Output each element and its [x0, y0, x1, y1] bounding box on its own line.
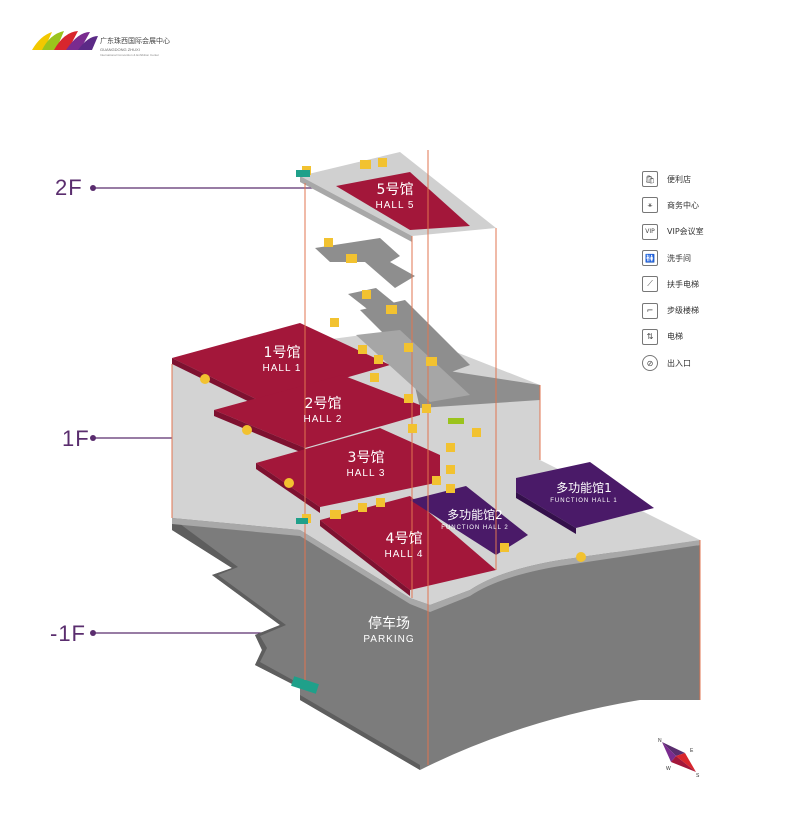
logo-name-cn: 广东珠西国际会展中心 [100, 37, 170, 45]
escalator-icon [374, 355, 383, 364]
escalator-icon [500, 543, 509, 552]
business-center-icon [296, 518, 308, 524]
hall-1[interactable] [172, 323, 390, 408]
hall-5-name-cn: 5号馆 [377, 182, 414, 198]
restroom-icon [362, 290, 371, 299]
escalator-icon [422, 404, 431, 413]
logo-tagline-en: International Convention & Exhibition Ce… [100, 53, 160, 57]
convenience-store-icon: 🛍 [642, 171, 658, 188]
compass-north: N [658, 738, 662, 744]
elevator-icon: ⇅ [642, 328, 658, 345]
restroom-icon [370, 373, 379, 382]
upper-corridors [315, 238, 470, 402]
hall-3-name-en: HALL 3 [347, 468, 386, 479]
parking-level [172, 508, 700, 770]
compass-rose: N E W S [658, 738, 700, 779]
hall-3-name-cn: 3号馆 [348, 450, 385, 466]
compass-east: E [690, 748, 694, 754]
legend-item-entrance-exit: ⊘ 出入口 [642, 350, 792, 376]
hall-5-name-en: HALL 5 [376, 200, 415, 211]
legend-item-business-center: ⚹ 商务中心 [642, 192, 792, 218]
business-center-icon: ⚹ [642, 197, 658, 214]
compass-south: S [696, 773, 700, 779]
vip-room-icon [360, 160, 371, 169]
vip-room-icon [330, 510, 341, 519]
compass-west: W [666, 766, 671, 772]
elevator-icon [404, 394, 413, 403]
stairs-icon: ⌐ [642, 302, 658, 319]
function-hall-1[interactable] [516, 462, 654, 534]
escalator-icon: ⟋ [642, 276, 658, 293]
legend-item-escalator: ⟋ 扶手电梯 [642, 271, 792, 297]
restroom-icon [376, 498, 385, 507]
hall-4-name-cn: 4号馆 [386, 531, 423, 547]
restroom-icon [324, 238, 333, 247]
hall-3[interactable] [256, 428, 440, 513]
hall-2[interactable] [214, 375, 420, 454]
floor-label-2f: 2F [55, 175, 83, 200]
floor-label-1f: 1F [62, 426, 90, 451]
restroom-icon [446, 443, 455, 452]
vertical-guide-lines [171, 150, 701, 765]
vip-room-icon [386, 305, 397, 314]
parking-name-en: PARKING [363, 634, 414, 645]
legend-label: 扶手电梯 [667, 279, 699, 289]
legend-item-vip-room: VIP VIP会议室 [642, 219, 792, 245]
function-hall-2[interactable] [410, 486, 528, 555]
restroom-icon [358, 503, 367, 512]
legend-item-stairs: ⌐ 步级楼梯 [642, 297, 792, 323]
escalator-icon [446, 465, 455, 474]
legend-item-elevator: ⇅ 电梯 [642, 324, 792, 350]
amenity-markers [200, 158, 586, 562]
logo-name-en: GUANGDONG ZHUXI [100, 47, 140, 52]
restroom-icon: 🚻 [642, 250, 658, 267]
hall-1-name-cn: 1号馆 [264, 345, 301, 361]
elevator-icon [432, 476, 441, 485]
legend-label: 电梯 [667, 332, 683, 342]
legend-label: 便利店 [667, 174, 691, 184]
hall-2-name-en: HALL 2 [304, 414, 343, 425]
function-hall-1-name-cn: 多功能馆1 [556, 480, 612, 495]
vip-room-icon [346, 254, 357, 263]
legend-label: 洗手间 [667, 253, 691, 263]
hall-1-name-en: HALL 1 [263, 363, 302, 374]
function-hall-2-name-en: FUNCTION HALL 2 [441, 525, 508, 531]
hall-5[interactable] [300, 152, 496, 242]
vip-room-icon: VIP [642, 223, 658, 240]
business-center-icon [296, 170, 310, 177]
restroom-icon [408, 424, 417, 433]
hall-4-name-en: HALL 4 [385, 549, 424, 560]
vip-room-icon [426, 357, 437, 366]
entrance-exit-icon [200, 374, 210, 384]
business-center-icon [448, 418, 464, 424]
entrance-exit-icon [242, 425, 252, 435]
function-hall-1-name-en: FUNCTION HALL 1 [550, 498, 617, 504]
hall-labels: 5号馆 HALL 5 1号馆 HALL 1 2号馆 HALL 2 3号馆 HAL… [263, 182, 617, 645]
elevator-icon [358, 345, 367, 354]
map-legend: 🛍 便利店 ⚹ 商务中心 VIP VIP会议室 🚻 洗手间 ⟋ 扶手电梯 ⌐ 步… [642, 166, 792, 376]
restroom-icon [378, 158, 387, 167]
floor-label-b1: -1F [50, 621, 86, 646]
restroom-icon [446, 484, 455, 493]
hall-2-name-cn: 2号馆 [305, 396, 342, 412]
legend-item-convenience-store: 🛍 便利店 [642, 166, 792, 192]
hall-4[interactable] [320, 496, 496, 596]
legend-label: VIP会议室 [667, 227, 704, 237]
legend-label: 步级楼梯 [667, 306, 699, 316]
logo-mark [32, 31, 98, 50]
restroom-icon [472, 428, 481, 437]
restroom-icon [330, 318, 339, 327]
entrance-exit-icon [284, 478, 294, 488]
legend-item-restroom: 🚻 洗手间 [642, 245, 792, 271]
parking-name-cn: 停车场 [368, 615, 410, 632]
legend-label: 出入口 [667, 358, 691, 368]
restroom-icon [404, 343, 413, 352]
entrance-exit-icon [576, 552, 586, 562]
entrance-exit-icon: ⊘ [642, 355, 658, 372]
legend-label: 商务中心 [667, 200, 699, 210]
function-hall-2-name-cn: 多功能馆2 [447, 507, 503, 522]
